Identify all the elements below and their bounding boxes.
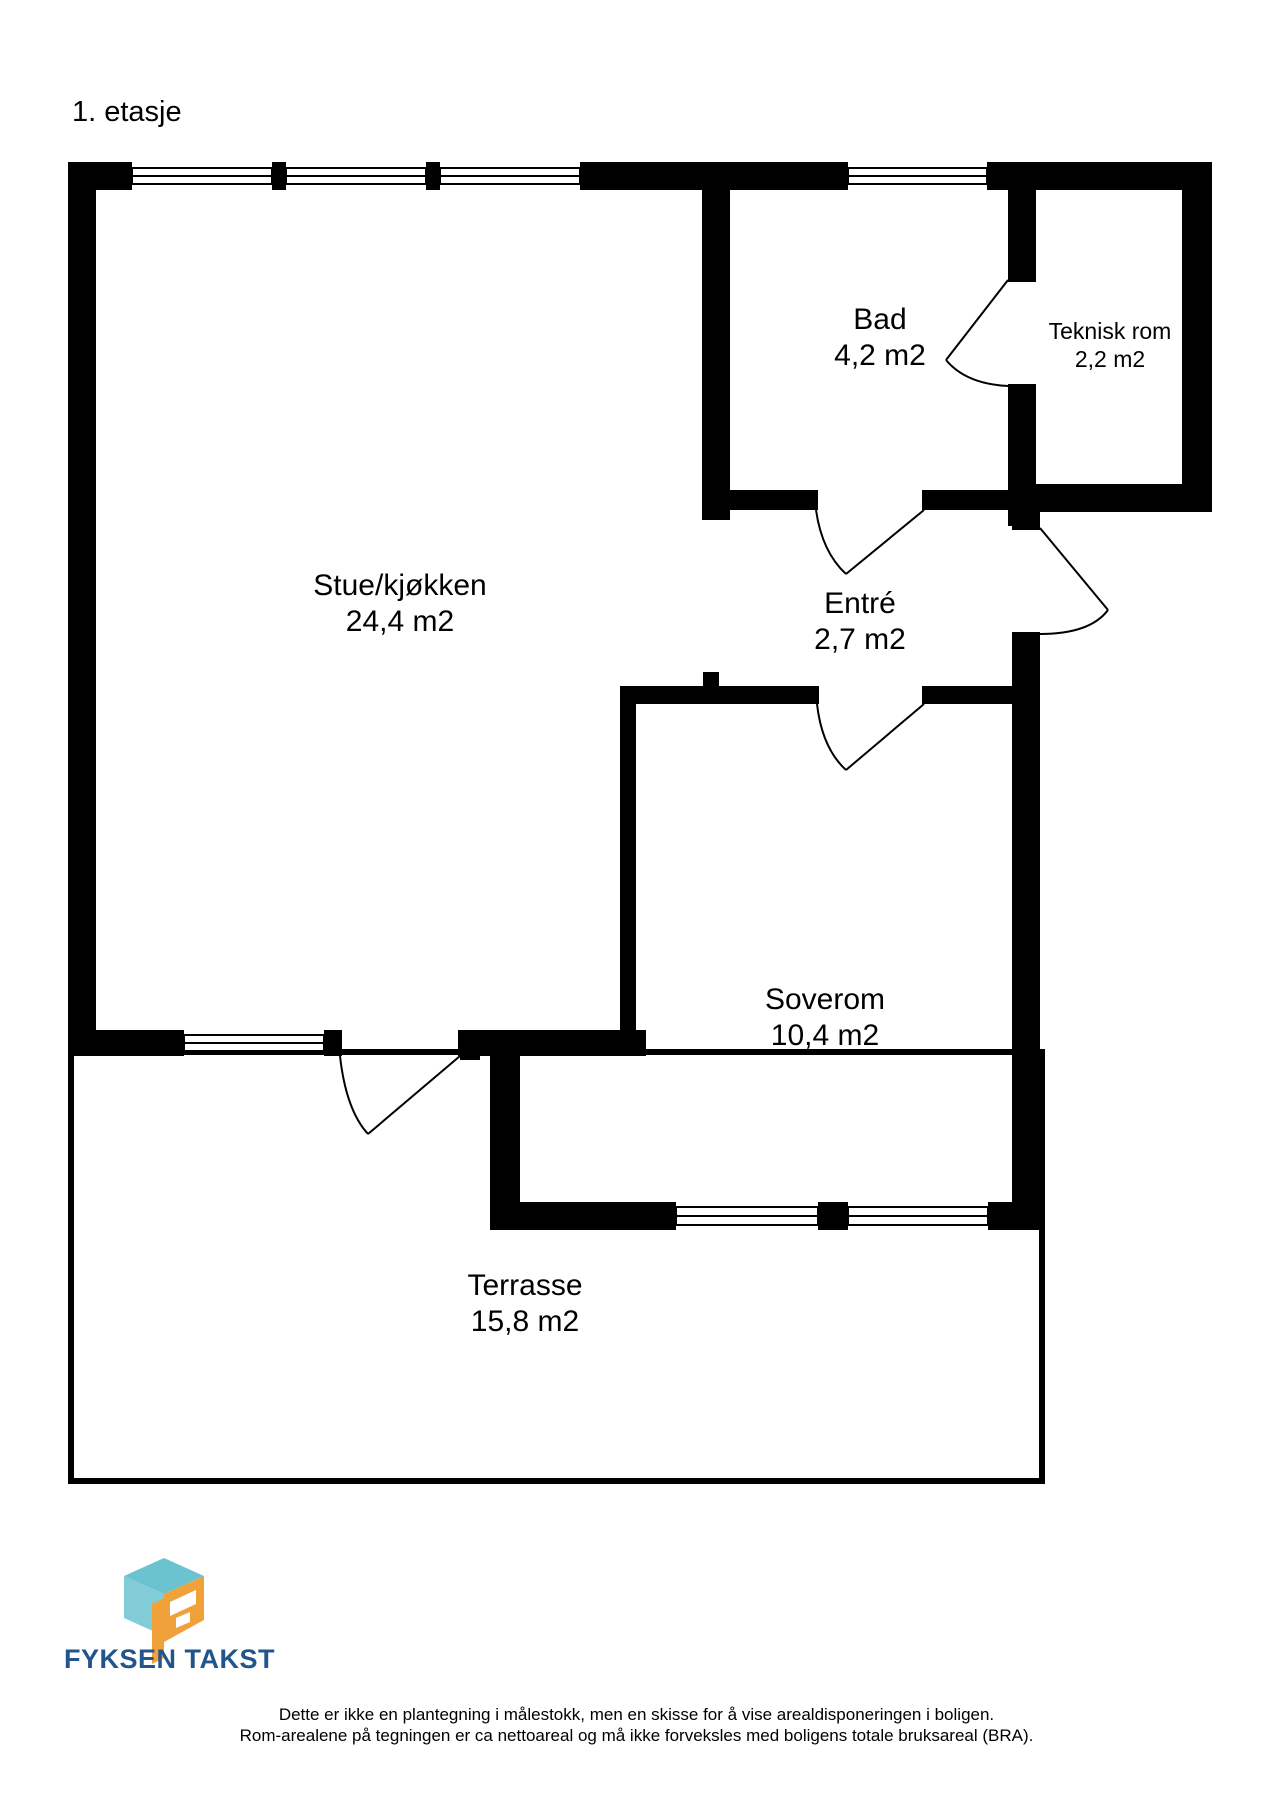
room-area: 2,7 m2 <box>814 623 906 656</box>
room-bad: Bad 4,2 m2 <box>800 302 960 374</box>
doors <box>338 278 1109 1135</box>
room-stue-kjokken: Stue/kjøkken 24,4 m2 <box>300 568 500 640</box>
room-name: Entré <box>824 587 896 620</box>
room-area: 10,4 m2 <box>770 1019 880 1052</box>
room-area: 15,8 m2 <box>470 1305 580 1338</box>
room-name: Soverom <box>764 983 886 1016</box>
windows <box>131 167 989 1226</box>
room-name: Bad <box>853 303 907 336</box>
terrace-outline <box>68 1049 1045 1484</box>
brand-name: FYKSEN TAKST <box>64 1644 276 1674</box>
room-name: Teknisk rom <box>1048 318 1172 344</box>
room-soverom: Soverom 10,4 m2 <box>735 982 915 1054</box>
room-area: 24,4 m2 <box>345 605 455 638</box>
room-area: 4,2 m2 <box>834 339 926 372</box>
room-terrasse: Terrasse 15,8 m2 <box>440 1268 610 1340</box>
room-area: 2,2 m2 <box>1074 345 1146 372</box>
room-teknisk-rom: Teknisk rom 2,2 m2 <box>1030 318 1190 373</box>
room-name: Terrasse <box>467 1269 583 1302</box>
disclaimer-line-1: Dette er ikke en plantegning i målestokk… <box>278 1705 995 1724</box>
floor-label: 1. etasje <box>72 96 182 128</box>
room-entre: Entré 2,7 m2 <box>780 586 940 658</box>
room-name: Stue/kjøkken <box>313 569 487 602</box>
fyksen-takst-logo-icon <box>124 1558 204 1664</box>
disclaimer-line-2: Rom-arealene på tegningen er ca nettoare… <box>239 1726 1034 1746</box>
disclaimer: Dette er ikke en plantegning i målestokk… <box>0 1704 1273 1747</box>
walls <box>68 162 1212 1230</box>
